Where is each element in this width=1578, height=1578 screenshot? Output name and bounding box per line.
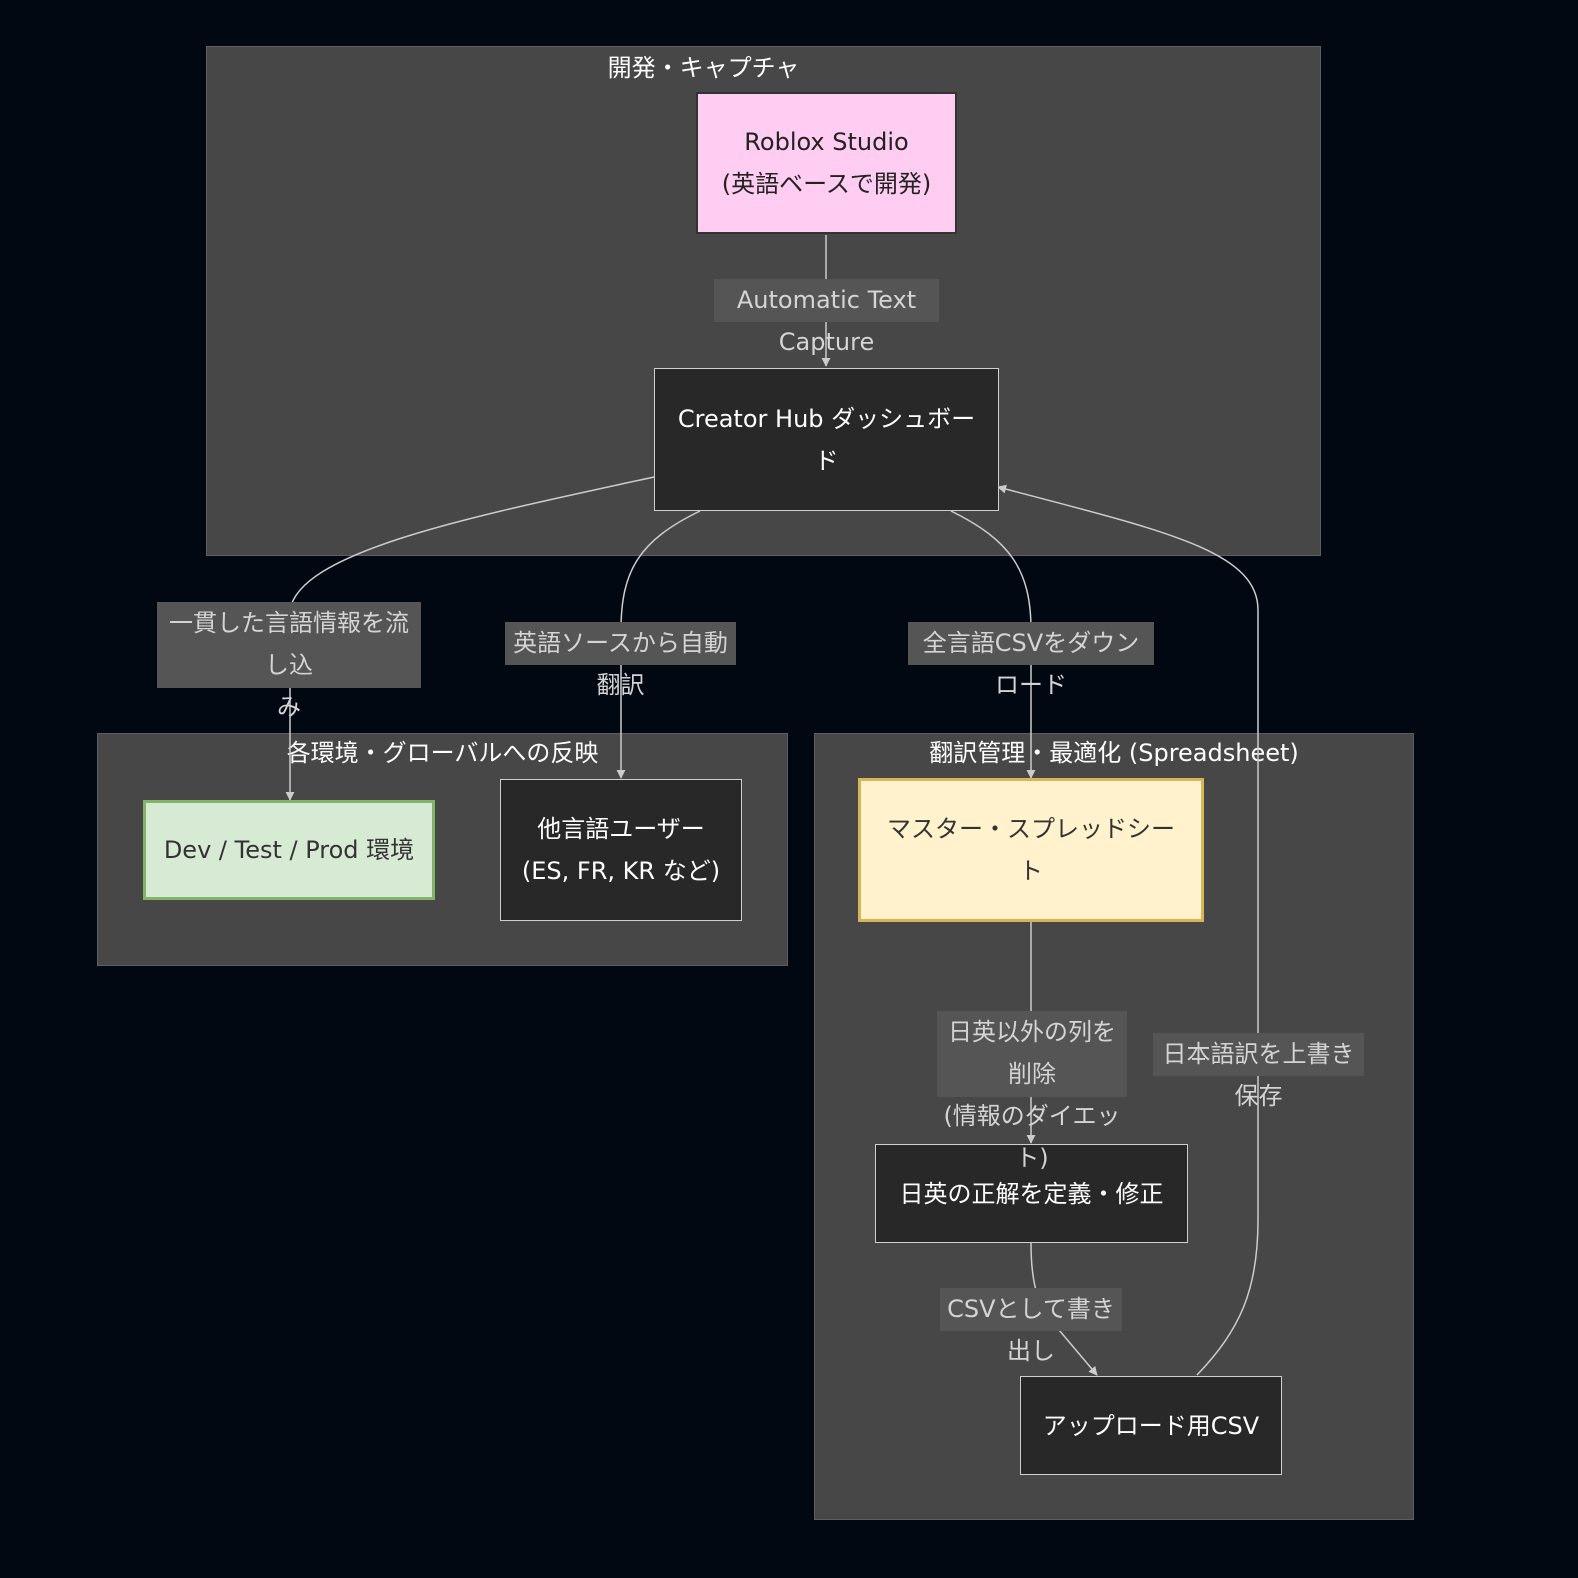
node-other-language-users[interactable]: 他言語ユーザー (ES, FR, KR など) xyxy=(500,779,742,921)
cluster-capture-title: 開発・キャプチャ xyxy=(607,54,800,82)
edge-dashboard-to-master xyxy=(950,510,1036,779)
edge-label-export: CSVとして書き出し xyxy=(940,1288,1122,1365)
cluster-deploy-title: 各環境・グローバルへの反映 xyxy=(286,739,599,767)
edge-label-download: 全言語CSVをダウンロード xyxy=(908,622,1154,699)
node-define-fix[interactable]: 日英の正解を定義・修正 xyxy=(875,1144,1188,1243)
edge-upload-to-dashboard xyxy=(997,484,1259,1376)
edge-label-overwrite: 日本語訳を上書き保存 xyxy=(1153,1033,1364,1110)
edge-dashboard-to-users xyxy=(616,510,701,779)
edge-label-stream: 一貫した言語情報を流し込 み xyxy=(157,602,421,721)
node-dev-test-prod[interactable]: Dev / Test / Prod 環境 xyxy=(143,800,435,900)
node-master-spreadsheet[interactable]: マスター・スプレッドシー ト xyxy=(858,778,1204,922)
node-upload-csv[interactable]: アップロード用CSV xyxy=(1020,1376,1282,1475)
edge-label-capture: Automatic Text Capture xyxy=(714,279,939,356)
node-roblox-studio[interactable]: Roblox Studio (英語ベースで開発) xyxy=(696,92,957,234)
edge-label-diet: 日英以外の列を削除 (情報のダイエット) xyxy=(937,1011,1127,1172)
edge-dashboard-to-env xyxy=(285,476,655,801)
node-creator-hub-dashboard[interactable]: Creator Hub ダッシュボー ド xyxy=(654,368,999,511)
edge-label-auto-translate: 英語ソースから自動翻訳 xyxy=(505,622,736,699)
cluster-manage-title: 翻訳管理・最適化 (Spreadsheet) xyxy=(929,739,1299,767)
